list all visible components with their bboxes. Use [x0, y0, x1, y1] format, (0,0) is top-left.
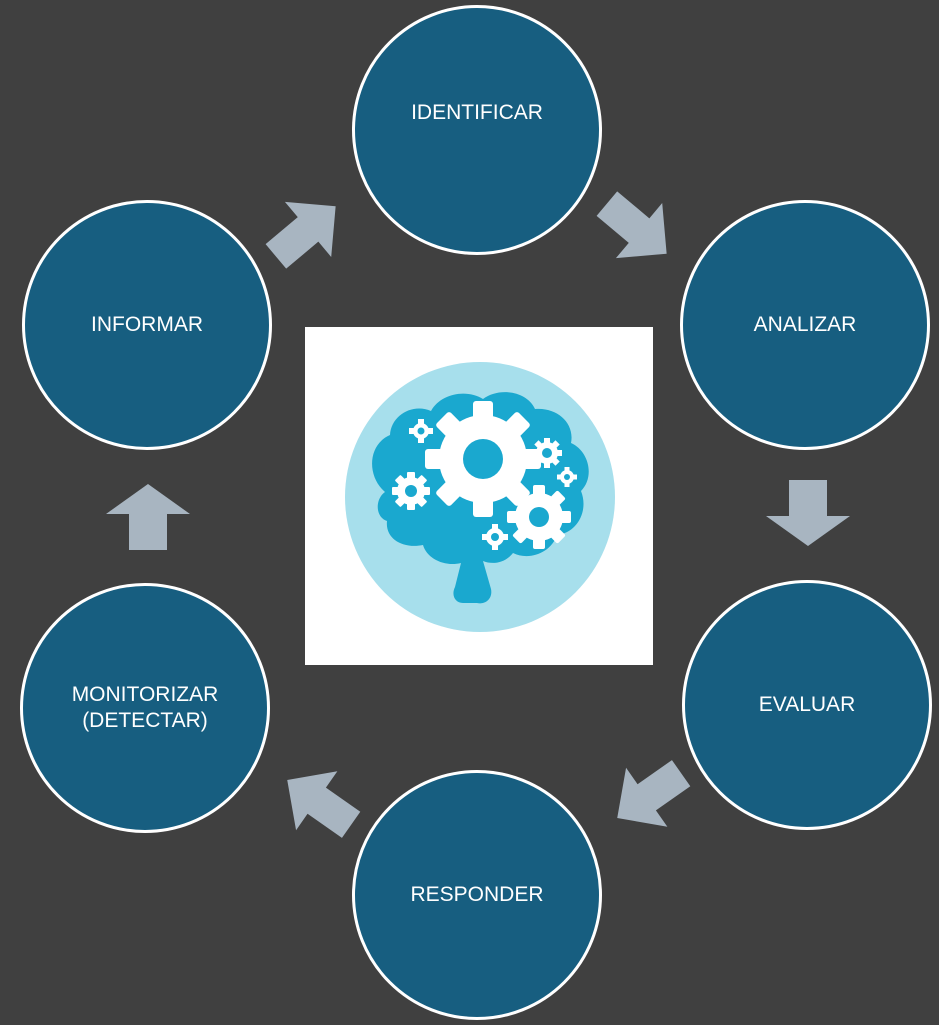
brain-gears-icon [345, 362, 615, 632]
node-label-monitorizar: MONITORIZAR (DETECTAR) [71, 682, 219, 732]
arrow-monitorizar-to-informar [106, 484, 190, 550]
node-label-identificar: IDENTIFICAR [411, 101, 543, 124]
node-responder: RESPONDER [352, 770, 602, 1020]
arrow-analizar-to-evaluar [766, 480, 850, 546]
node-label-responder: RESPONDER [410, 882, 544, 906]
node-evaluar: EVALUAR [682, 580, 932, 830]
node-label-analizar: ANALIZAR [753, 312, 857, 336]
node-label-evaluar: EVALUAR [758, 692, 856, 716]
arrow-responder-to-monitorizar [287, 771, 361, 838]
node-analizar: ANALIZAR [680, 200, 930, 450]
arrow-evaluar-to-responder [617, 760, 691, 827]
node-identificar: IDENTIFICAR [352, 5, 602, 255]
center-image-panel [305, 327, 653, 665]
arrow-informar-to-identificar [265, 201, 336, 269]
node-monitorizar: MONITORIZAR (DETECTAR) [20, 583, 270, 833]
node-label-informar: INFORMAR [91, 312, 203, 336]
node-informar: INFORMAR [22, 200, 272, 450]
arrow-identificar-to-analizar [596, 191, 667, 259]
